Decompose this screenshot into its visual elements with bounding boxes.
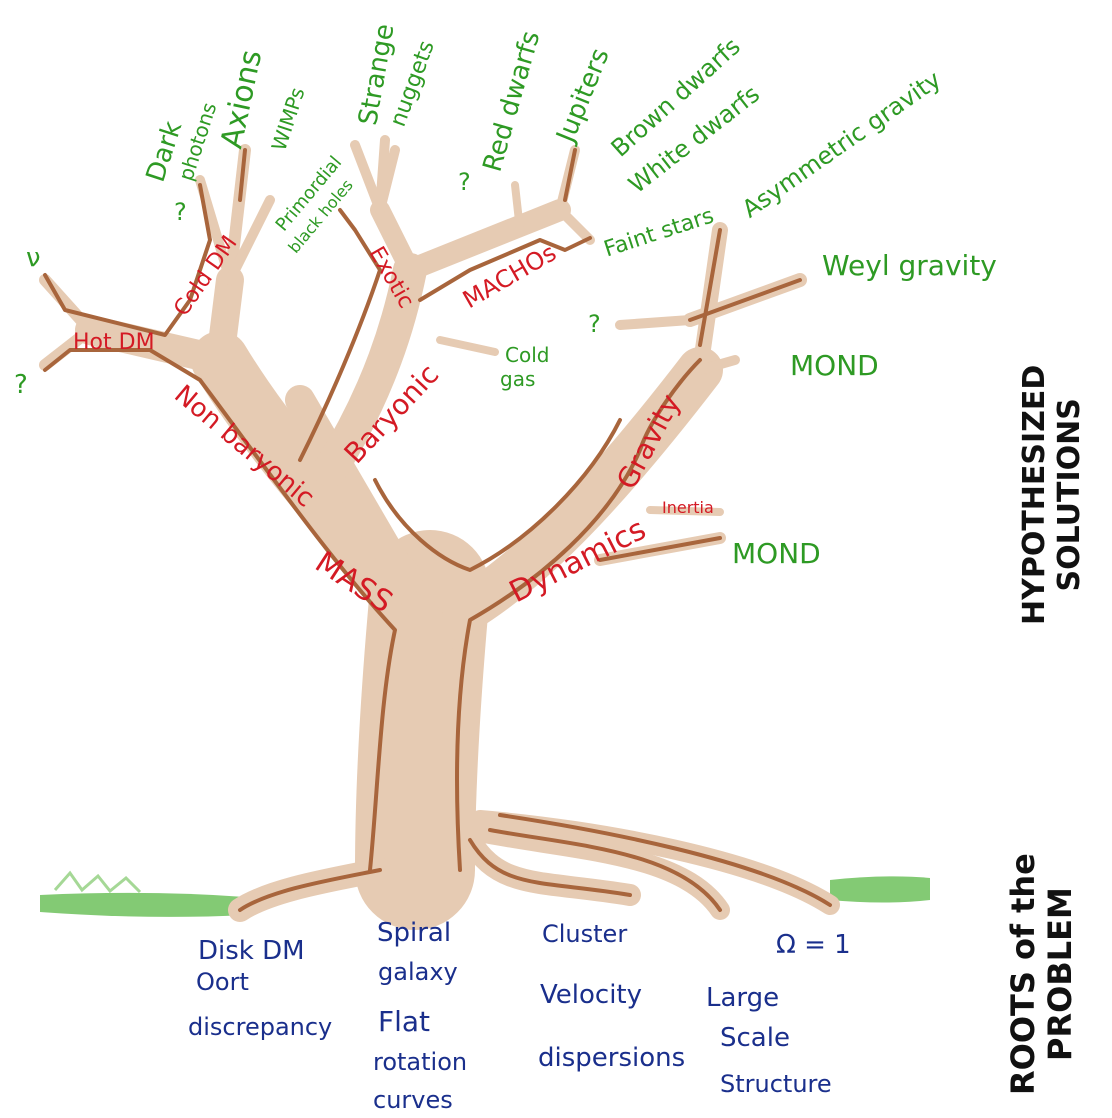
root-label-disk-line1: Disk DM (198, 938, 305, 964)
branch-label-hot-dm: Hot DM (73, 332, 155, 354)
side-label-hypothesized-line1: HYPOTHESIZED (1018, 365, 1053, 625)
root-label-spiral-line3: Flat (378, 1008, 430, 1036)
root-label-spiral-line1: Spiral (377, 920, 451, 946)
solution-label-weyl-gravity: Weyl gravity (822, 252, 997, 280)
side-label-roots-line1: ROOTS of the (1005, 853, 1042, 1095)
root-label-omega: Ω = 1 (776, 932, 851, 958)
root-label-cluster-line2: Velocity (540, 982, 642, 1008)
solution-label-unknown-gravity: ? (588, 312, 601, 336)
root-label-spiral-line5: curves (373, 1088, 453, 1112)
solution-label-cold-gas-line1: Cold (505, 345, 549, 365)
root-label-spiral-line4: rotation (373, 1050, 467, 1074)
root-label-spiral-line2: galaxy (378, 960, 458, 984)
root-label-large-line1: Large (706, 985, 779, 1011)
branch-label-inertia: Inertia (662, 500, 714, 516)
side-label-hypothesized-line2: SOLUTIONS (1053, 365, 1088, 625)
tree-bark (45, 140, 830, 910)
side-label-roots-line2: PROBLEM (1042, 853, 1079, 1095)
grass-left (40, 873, 245, 917)
root-label-large-line2: Scale (720, 1025, 790, 1051)
solution-label-nu: ν (26, 245, 41, 271)
solution-label-unknown-cold: ? (174, 200, 187, 224)
root-label-large-line3: Structure (720, 1072, 832, 1096)
solution-label-mond-gravity: MOND (790, 352, 879, 380)
root-label-cluster-line3: dispersions (538, 1045, 685, 1071)
side-label-hypothesized-solutions: HYPOTHESIZED SOLUTIONS (1018, 365, 1087, 625)
solution-label-unknown-hot: ? (14, 372, 28, 398)
side-label-roots-problem: ROOTS of the PROBLEM (1005, 853, 1079, 1095)
solution-label-mond-inertia: MOND (732, 540, 821, 568)
root-label-disk-line3: discrepancy (188, 1015, 332, 1039)
solution-label-cold-gas-line2: gas (500, 369, 535, 389)
root-label-disk-line2: Oort (196, 970, 249, 994)
solution-label-unknown-exotic: ? (458, 170, 471, 194)
root-label-cluster-line1: Cluster (542, 922, 627, 946)
grass-right (830, 876, 930, 902)
